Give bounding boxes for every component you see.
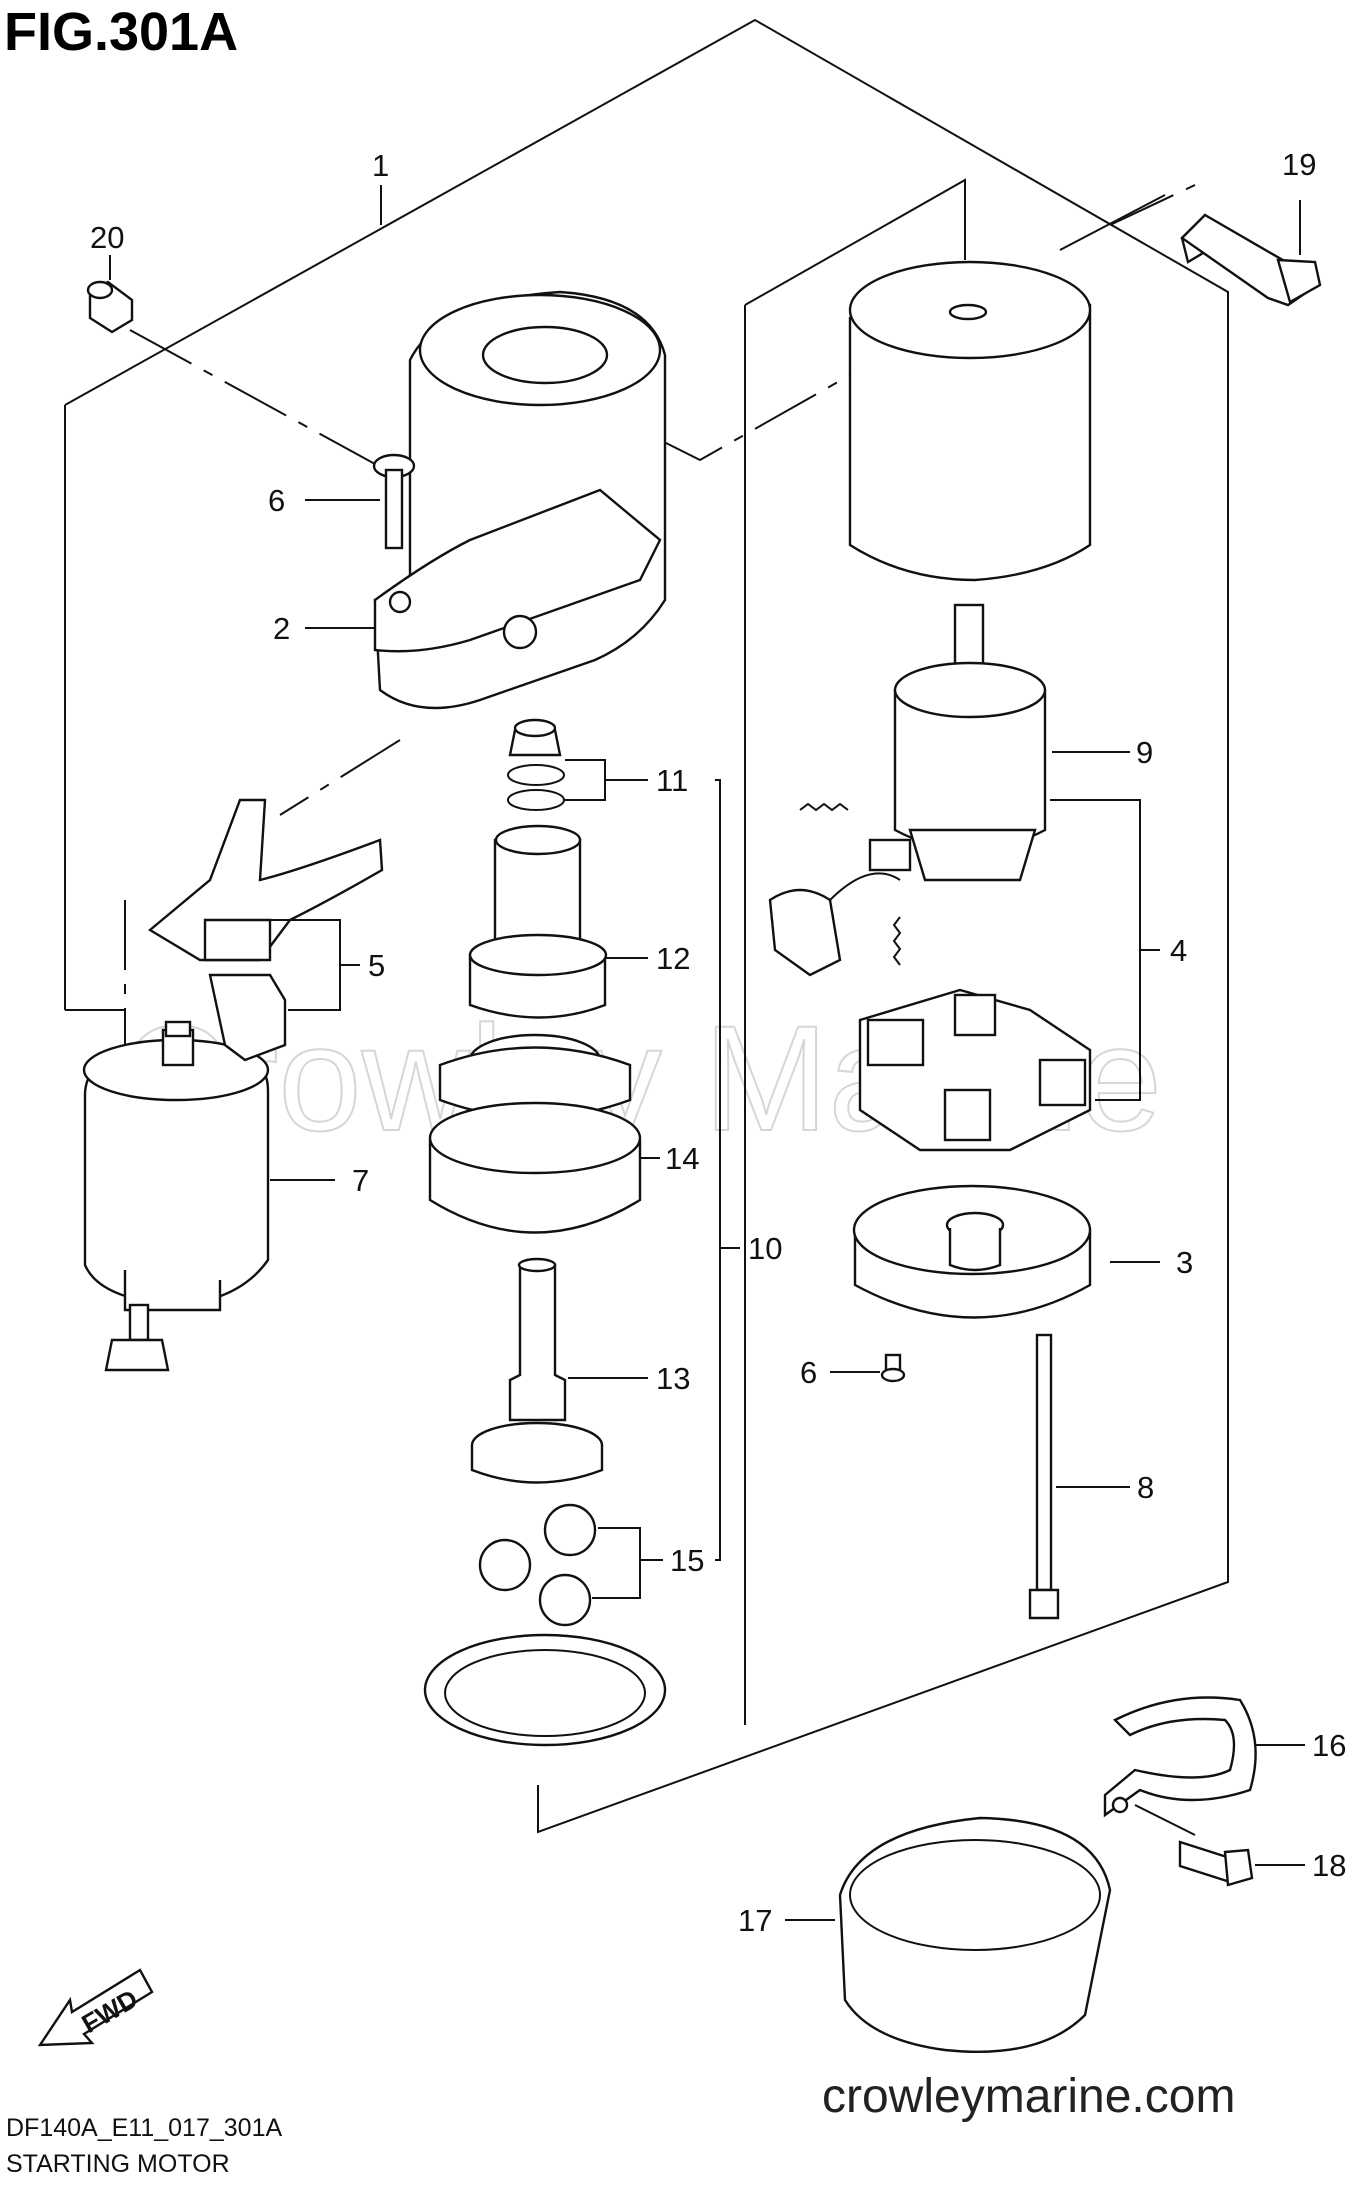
callout-6-upper: 6 xyxy=(268,483,285,518)
callout-10: 10 xyxy=(748,1231,782,1266)
leader-lines xyxy=(109,185,1305,1921)
pinion-clutch-part xyxy=(468,824,608,1019)
shaft-part xyxy=(470,1257,604,1484)
axis-line-bolt19 xyxy=(1109,184,1196,226)
callout-1: 1 xyxy=(372,148,389,183)
axis-line-clamp xyxy=(1134,1804,1196,1836)
callout-17: 17 xyxy=(738,1903,772,1938)
motor-outline-top xyxy=(1059,194,1166,251)
callout-19: 19 xyxy=(1282,147,1316,182)
end-frame-part xyxy=(852,1184,1092,1319)
bolt-upper-part xyxy=(1180,213,1322,307)
callout-3: 3 xyxy=(1176,1245,1193,1280)
callout-15: 15 xyxy=(670,1543,704,1578)
assembly-outline xyxy=(64,18,1229,1834)
callout-12: 12 xyxy=(656,941,690,976)
yoke-part xyxy=(848,260,1092,582)
axis-line-lever xyxy=(279,739,401,816)
stop-ring-part xyxy=(507,718,565,811)
callout-11: 11 xyxy=(656,763,688,798)
figure-title: FIG.301A xyxy=(4,2,238,62)
lever-part xyxy=(147,798,384,1062)
callout-20: 20 xyxy=(90,220,124,255)
bolt-lower-part xyxy=(1178,1840,1254,1887)
internal-gear-ring-part xyxy=(423,1633,667,1747)
callout-4: 4 xyxy=(1170,933,1187,968)
axis-line-upper xyxy=(129,329,396,476)
gear-case-part xyxy=(428,1033,642,1234)
callout-9: 9 xyxy=(1136,735,1153,770)
screw-lower-part xyxy=(880,1353,906,1383)
solenoid-part xyxy=(82,1020,270,1372)
front-housing-part xyxy=(373,290,667,710)
callout-5: 5 xyxy=(368,948,385,983)
callout-8: 8 xyxy=(1137,1470,1154,1505)
callout-16: 16 xyxy=(1312,1728,1346,1763)
armature-part xyxy=(893,603,1047,882)
brush-holder-part xyxy=(768,802,1092,1152)
planetary-gears-part xyxy=(478,1503,597,1627)
callout-6-lower: 6 xyxy=(800,1355,817,1390)
bushing-part xyxy=(86,280,134,334)
motor-outline xyxy=(744,178,966,306)
callout-7: 7 xyxy=(352,1163,369,1198)
fwd-arrow: FWD xyxy=(37,1968,154,2047)
model-code: DF140A_E11_017_301A xyxy=(6,2114,282,2142)
clamp-part xyxy=(1103,1696,1257,1818)
callout-14: 14 xyxy=(665,1141,699,1176)
screw-upper-part xyxy=(372,453,416,550)
callout-13: 13 xyxy=(656,1361,690,1396)
callouts: 1 2 3 4 5 6 6 7 8 9 10 11 12 13 14 15 16… xyxy=(90,147,1346,1938)
callout-2: 2 xyxy=(273,611,290,646)
cover-part xyxy=(838,1816,1112,2053)
website-label: crowleymarine.com xyxy=(822,2070,1235,2123)
callout-18: 18 xyxy=(1312,1848,1346,1883)
figure-caption: STARTING MOTOR xyxy=(6,2150,230,2178)
through-bolt-part xyxy=(1028,1333,1060,1620)
